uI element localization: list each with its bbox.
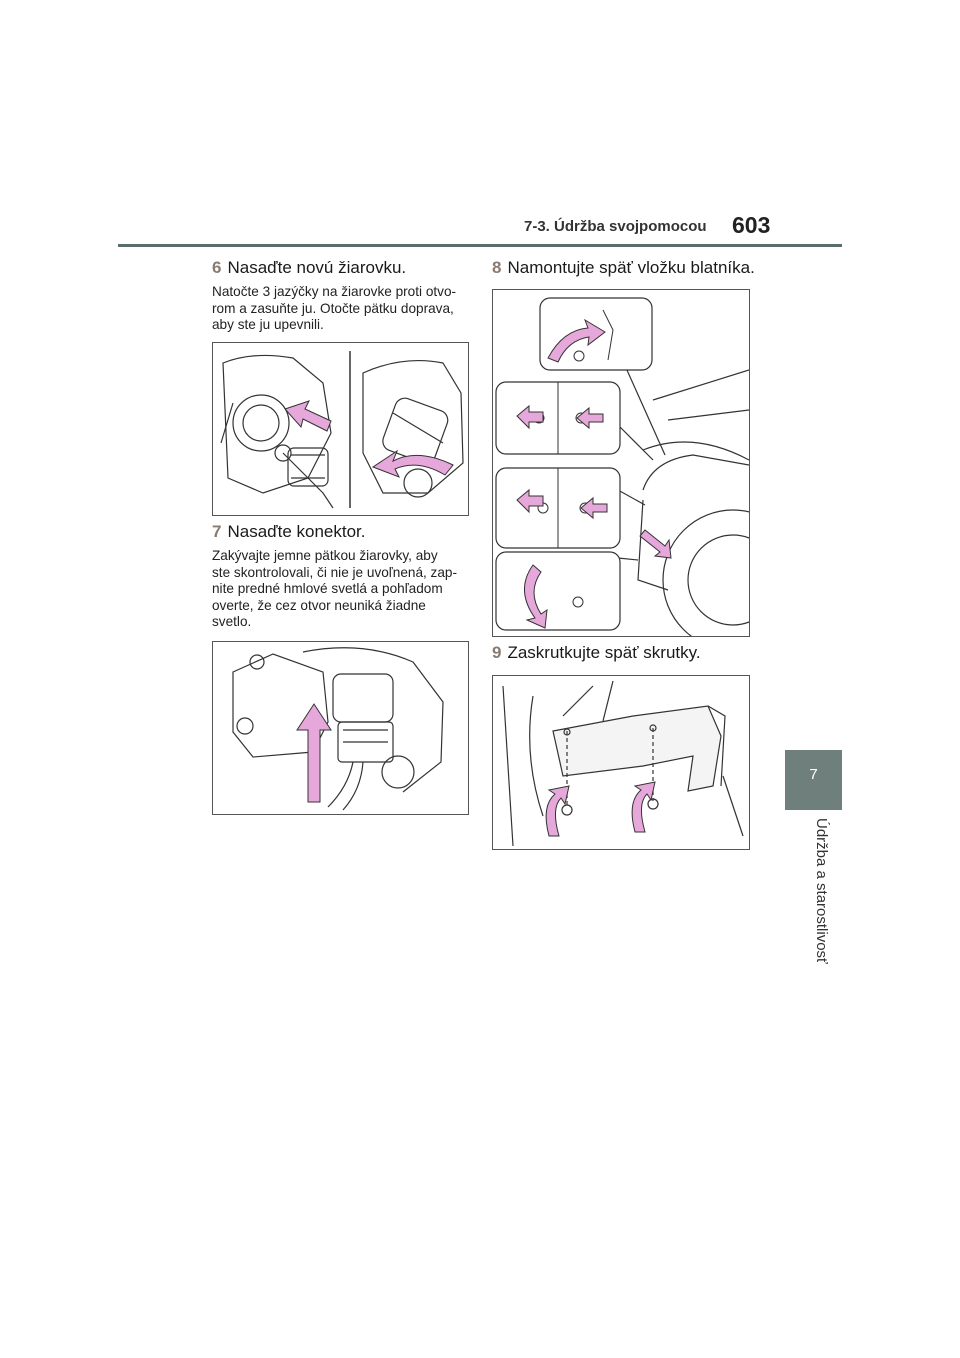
text-line: Zakývajte jemne pätkou žiarovky, aby: [212, 548, 438, 563]
arrow-icon: [580, 496, 608, 520]
arrow-icon: [631, 781, 656, 833]
connector-illustration: [232, 647, 444, 811]
bulb-insert-illustration: [220, 351, 464, 509]
arrow-icon: [547, 318, 606, 363]
text-line: ste skontrolovali, či nie je uvoľnená, z…: [212, 564, 458, 580]
arrow-icon: [576, 406, 604, 430]
text-line: aby ste ju upevnili.: [212, 317, 324, 332]
figure-screws: [492, 675, 750, 850]
step-8-heading: 8 Namontujte späť vložku blatníka.: [492, 258, 755, 278]
step-6-heading: 6 Nasaďte novú žiarovku.: [212, 258, 406, 278]
step-number: 9: [492, 643, 502, 662]
text-line: svetlo.: [212, 614, 252, 629]
arrow-icon: [545, 785, 570, 837]
text-line: nite predné hmlové svetlá a pohľadom: [212, 581, 443, 596]
arrow-icon: [516, 404, 544, 430]
text-line: Natočte 3 jazýčky na žiarovke proti otvo…: [212, 284, 457, 299]
chapter-number: 7: [809, 766, 818, 783]
step-number: 6: [212, 258, 222, 277]
step-title: Nasaďte konektor.: [227, 522, 366, 541]
arrow-icon: [296, 703, 332, 803]
arrow-icon: [516, 488, 544, 514]
step-number: 7: [212, 522, 222, 541]
arrow-icon: [284, 400, 332, 432]
arrow-icon: [639, 529, 672, 559]
step-7-description: Zakývajte jemne pätkou žiarovky, aby ste…: [212, 548, 472, 631]
step-6-description: Natočte 3 jazýčky na žiarovke proti otvo…: [212, 284, 472, 334]
arrow-icon: [524, 564, 548, 629]
header-rule: [118, 244, 842, 247]
step-7-heading: 7 Nasaďte konektor.: [212, 522, 366, 542]
step-title: Nasaďte novú žiarovku.: [227, 258, 407, 277]
text-line: rom a zasuňte ju. Otočte pätku doprava,: [212, 300, 454, 316]
figure-bulb-insert: [212, 342, 469, 516]
text-line: overte, že cez otvor neuniká žiadne: [212, 597, 426, 613]
step-title: Zaskrutkujte späť skrutky.: [507, 643, 701, 662]
arrow-icon: [371, 449, 454, 478]
step-title: Namontujte späť vložku blatníka.: [507, 258, 755, 277]
fender-liner-illustration: [495, 297, 749, 636]
page-number: 603: [732, 212, 771, 238]
step-number: 8: [492, 258, 502, 277]
step-9-heading: 9 Zaskrutkujte späť skrutky.: [492, 643, 701, 663]
chapter-title: Údržba a starostlivosť: [813, 818, 830, 964]
figure-fender-liner: [492, 289, 750, 637]
screws-illustration: [502, 680, 744, 847]
chapter-tab: 7: [785, 750, 842, 810]
section-title: 7-3. Údržba svojpomocou: [524, 218, 707, 235]
figure-connector: [212, 641, 469, 815]
